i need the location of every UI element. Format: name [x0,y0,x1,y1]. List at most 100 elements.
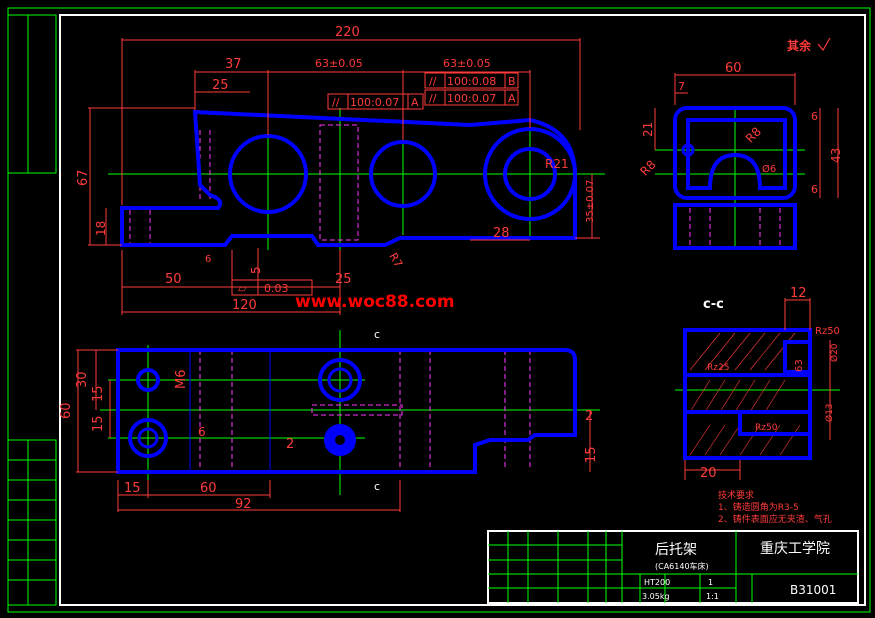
dim-67: 67 [76,169,91,186]
side-inner-slot [686,118,787,190]
dim-63a: 63±0.05 [315,57,363,70]
sec-dim-20: 20 [700,466,717,481]
tol2-symbol: // [429,75,437,88]
top-dim-60: 60 [59,402,74,419]
side-dim-r8b: R8 [743,124,764,145]
top-section-mark-c1: c [374,328,380,341]
side-dim-7: 7 [678,80,685,93]
sec-dim-rz25: Rz25 [707,363,729,373]
school-name: 重庆工学院 [760,541,830,557]
part-subtitle: (CA6140车床) [655,561,709,571]
dim-r21: R21 [545,157,569,171]
dim-25b: 25 [335,272,352,287]
tech-notes-title: 技术要求 [718,489,754,501]
flatness-value: 0.03 [264,282,289,295]
sec-dim-63: 63 [794,359,805,372]
hole-right-inner-circle [503,147,557,201]
dim-63b: 63±0.05 [443,57,491,70]
dim-35: 35±0.07 [585,180,596,223]
outer-frame [7,7,871,613]
top-section-mark-c2: c [374,480,380,493]
top-dim-15d: 15 [584,446,599,463]
top-hole-1-icon [136,368,160,392]
dim-28: 28 [493,226,510,241]
front-view: 220 37 25 63±0.05 63±0.05 67 18 50 25 12… [76,25,605,315]
tech-notes-line2: 2、铸件表面应无夹渣、气孔 [718,513,832,525]
section-outline [683,328,812,460]
dim-220: 220 [335,25,360,40]
side-dim-60: 60 [725,61,742,76]
drawing-number: B31001 [790,583,836,597]
top-dim-92: 92 [235,497,252,512]
side-dim-6b: 6 [811,183,818,196]
top-hole-2-inner-icon [137,427,159,449]
top-dim-2a: 2 [286,437,294,452]
top-hole-3-icon [318,358,362,402]
top-dim-2b: 2 [585,409,593,424]
tol1-datum: A [411,96,419,109]
watermark: www.woc88.com [295,292,455,312]
dim-18: 18 [94,221,108,236]
roughness-symbol-icon [817,37,831,52]
top-view: 30 15 60 15 M6 6 2 15 60 92 2 15 c c [59,328,600,512]
side-view: 60 7 21 R8 R8 6 43 6 Ø6 [637,61,843,250]
dim-r7: R7 [386,251,405,270]
dim-37: 37 [225,57,242,72]
flatness-symbol: ▱ [238,282,247,295]
dim-25a: 25 [212,78,229,93]
tol3-value: 100:0.07 [447,92,496,105]
side-dim-6a: 6 [811,110,818,123]
sec-dim-rz50: Rz50 [815,326,840,337]
top-inner-recess [189,349,271,473]
sec-dim-phi13: Ø13 [824,403,835,422]
inner-frame [59,14,866,606]
left-border-strip [7,14,57,606]
top-dim-15c: 15 [124,481,141,496]
top-hole-2-icon [128,418,168,458]
hole-left-circle [228,134,308,214]
section-bore-bottom [738,410,812,436]
tol3-datum: A [508,92,516,105]
hole-mid-circle [369,140,437,208]
weight: 3.05kg [642,592,670,601]
tol2-value: 100:0.08 [447,75,496,88]
sec-dim-phi20: Ø20 [829,343,840,362]
tol1-symbol: // [332,96,340,109]
sec-dim-12: 12 [790,286,807,301]
top-dim-15a: 15 [91,385,106,402]
side-dim-21: 21 [641,122,655,137]
front-outline [120,109,577,247]
tol1-value: 100:0.07 [350,96,399,109]
section-cc-label: c-c [703,297,724,312]
side-outline-top [673,106,797,200]
top-dim-15b: 15 [91,415,106,432]
side-dim-43: 43 [829,148,843,163]
part-name: 后托架 [655,542,697,558]
top-dim-6: 6 [198,425,206,439]
title-block: 后托架 (CA6140车床) 重庆工学院 HT200 1 3.05kg 1:1 … [487,530,859,604]
top-hole-4-inner-icon [333,433,347,447]
side-dim-phi6: Ø6 [762,163,776,175]
tol2-datum: B [508,75,516,88]
tech-notes-line1: 1、铸造圆角为R3-5 [718,501,799,513]
dim-120: 120 [232,298,257,313]
top-outline [116,348,577,474]
side-outline-bottom [673,203,797,250]
material: HT200 [644,578,670,587]
section-bore-top [783,340,812,374]
sec-dim-rz50b: Rz50 [755,423,778,433]
top-dim-30: 30 [75,371,90,388]
tol3-symbol: // [429,92,437,105]
dim-6-front: 6 [205,254,211,265]
top-hole-3-inner-icon [327,367,353,393]
top-dim-60b: 60 [200,481,217,496]
roughness-note: 其余 [787,38,812,53]
section-cc: c-c 12 Rz50 [675,286,840,481]
side-dim-r8a: R8 [637,157,658,178]
side-small-hole [681,143,695,157]
top-dim-m6: M6 [174,370,189,390]
quantity: 1 [708,578,713,587]
dim-50: 50 [165,272,182,287]
hole-right-outer-circle [483,127,577,221]
